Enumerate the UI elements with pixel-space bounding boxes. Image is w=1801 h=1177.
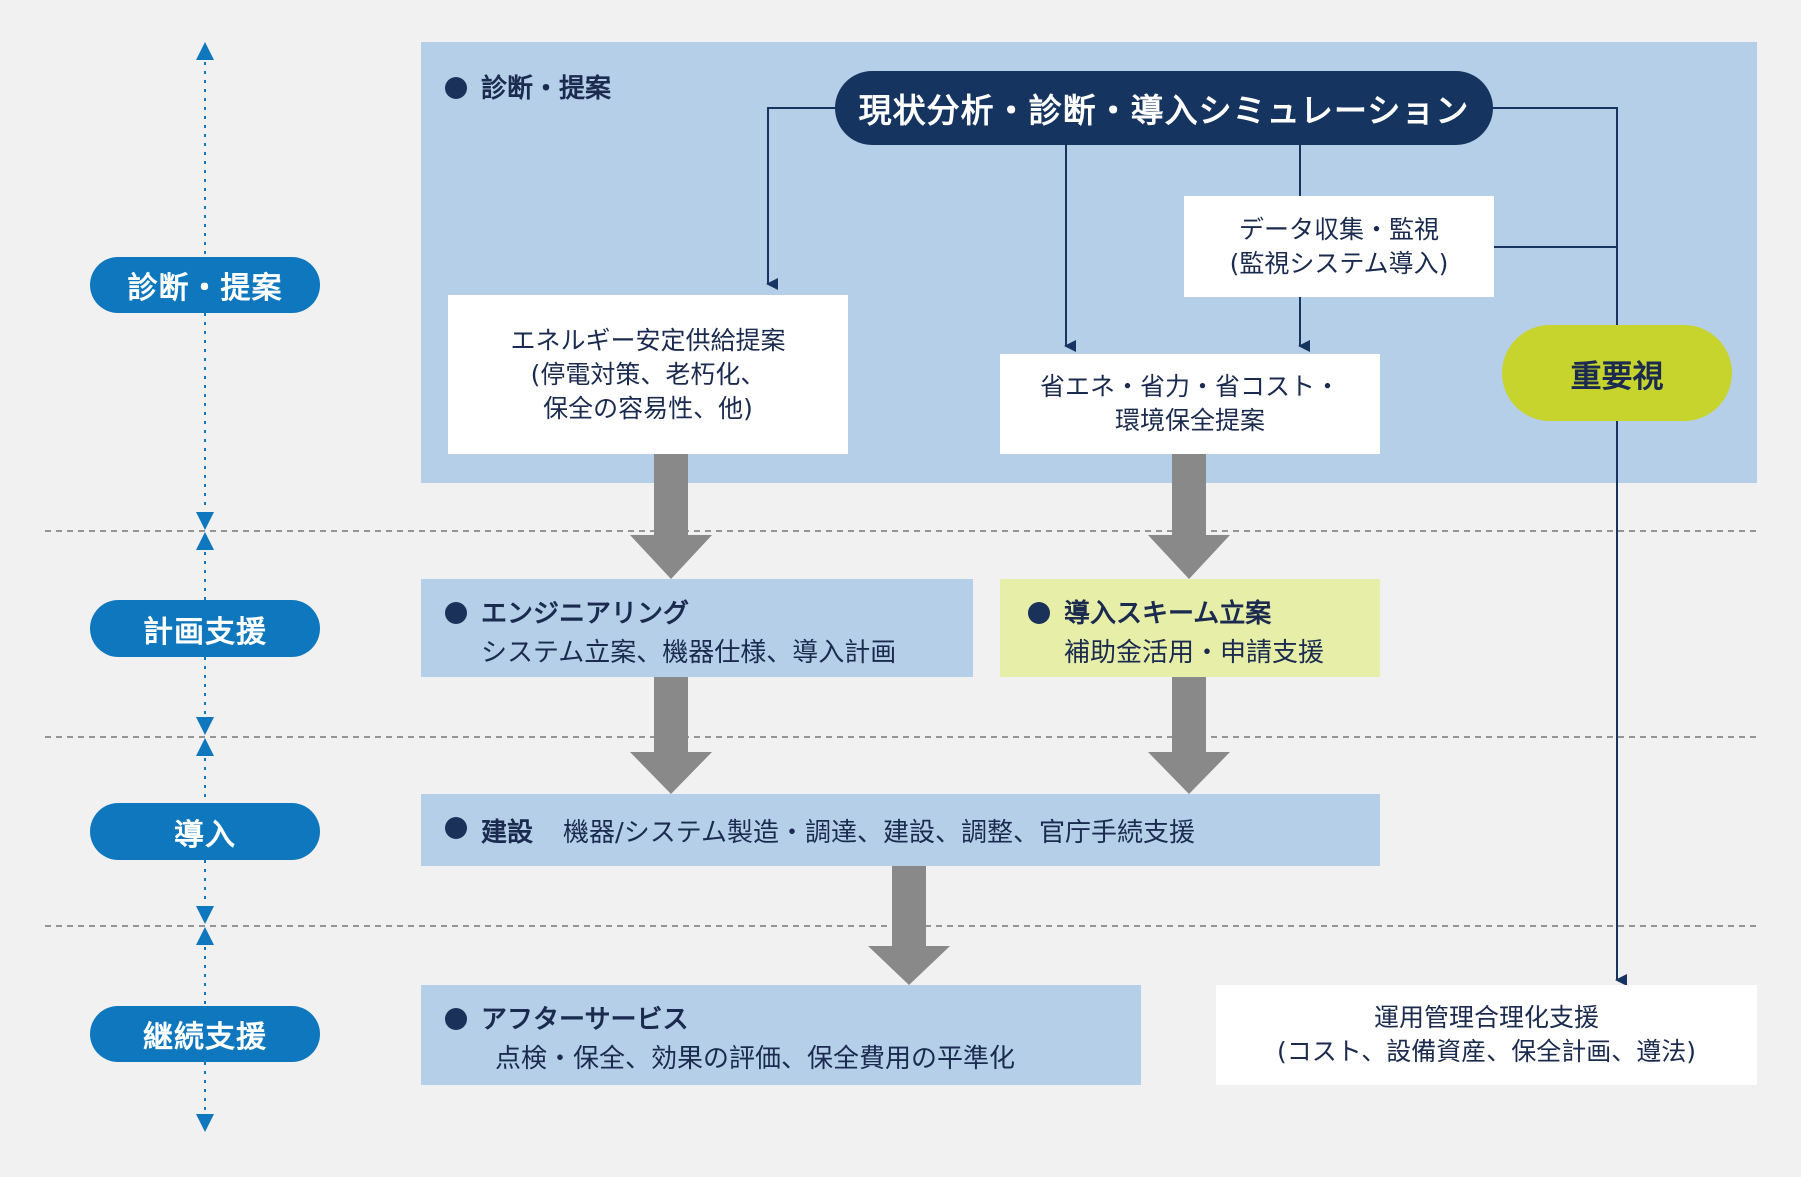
data-monitoring-box: データ収集・監視 (監視システム導入)	[1184, 196, 1494, 297]
bullet-icon	[445, 601, 467, 624]
important-badge: 重要視	[1502, 325, 1732, 421]
bullet-icon	[445, 76, 467, 99]
flow-arrows	[630, 454, 1230, 985]
analysis-simulation-pill: 現状分析・診断・導入シミュレーション	[835, 71, 1493, 145]
arrow-energy-to-engineering	[630, 454, 712, 579]
stage-label: 導入	[174, 817, 236, 853]
scheme-title: 導入スキーム立案	[1064, 599, 1272, 629]
scheme-panel: 導入スキーム立案 補助金活用・申請支援	[1000, 579, 1380, 677]
bullet-icon	[445, 817, 467, 839]
stage-install: 導入	[90, 803, 320, 860]
stage-label: 継続支援	[143, 1020, 267, 1055]
arrow-scheme-to-install	[1148, 677, 1230, 794]
arrow-engineering-to-install	[630, 677, 712, 794]
engineering-title: エンジニアリング	[481, 599, 690, 629]
install-detail: 機器/システム製造・調達、建設、調整、官庁手続支援	[563, 817, 1195, 848]
engineering-panel: エンジニアリング システム立案、機器仕様、導入計画	[421, 579, 973, 677]
bullet-icon	[445, 1007, 467, 1030]
arrow-install-to-after	[868, 866, 950, 985]
stage-label: 計画支援	[143, 614, 267, 650]
after-service-title: アフターサービス	[481, 1005, 689, 1035]
stage-planning: 計画支援	[90, 600, 320, 657]
install-panel: 建設 機器/システム製造・調達、建設、調整、官庁手続支援	[421, 794, 1380, 866]
timeline-arrowheads	[196, 42, 214, 1132]
connectors	[766, 107, 1627, 986]
bullet-icon	[1028, 601, 1050, 624]
energy-supply-proposal-box: エネルギー安定供給提案 (停電対策、老朽化、 保全の容易性、他)	[448, 295, 848, 454]
energy-saving-proposal-box: 省エネ・省力・省コスト・ 環境保全提案	[1000, 354, 1380, 454]
scheme-detail: 補助金活用・申請支援	[1064, 638, 1325, 668]
stage-support: 継続支援	[90, 1006, 320, 1062]
install-title: 建設	[481, 817, 534, 848]
engineering-detail: システム立案、機器仕様、導入計画	[481, 638, 897, 668]
operations-support-box: 運用管理合理化支援 (コスト、設備資産、保全計画、遵法)	[1216, 985, 1757, 1085]
after-service-panel: アフターサービス 点検・保全、効果の評価、保全費用の平準化	[421, 985, 1141, 1085]
stage-diagnosis: 診断・提案	[90, 257, 320, 313]
arrow-saving-to-scheme	[1148, 454, 1230, 579]
stage-label: 診断・提案	[127, 271, 283, 306]
after-service-detail: 点検・保全、効果の評価、保全費用の平準化	[495, 1044, 1016, 1074]
diagnosis-section-label: 診断・提案	[445, 68, 611, 105]
